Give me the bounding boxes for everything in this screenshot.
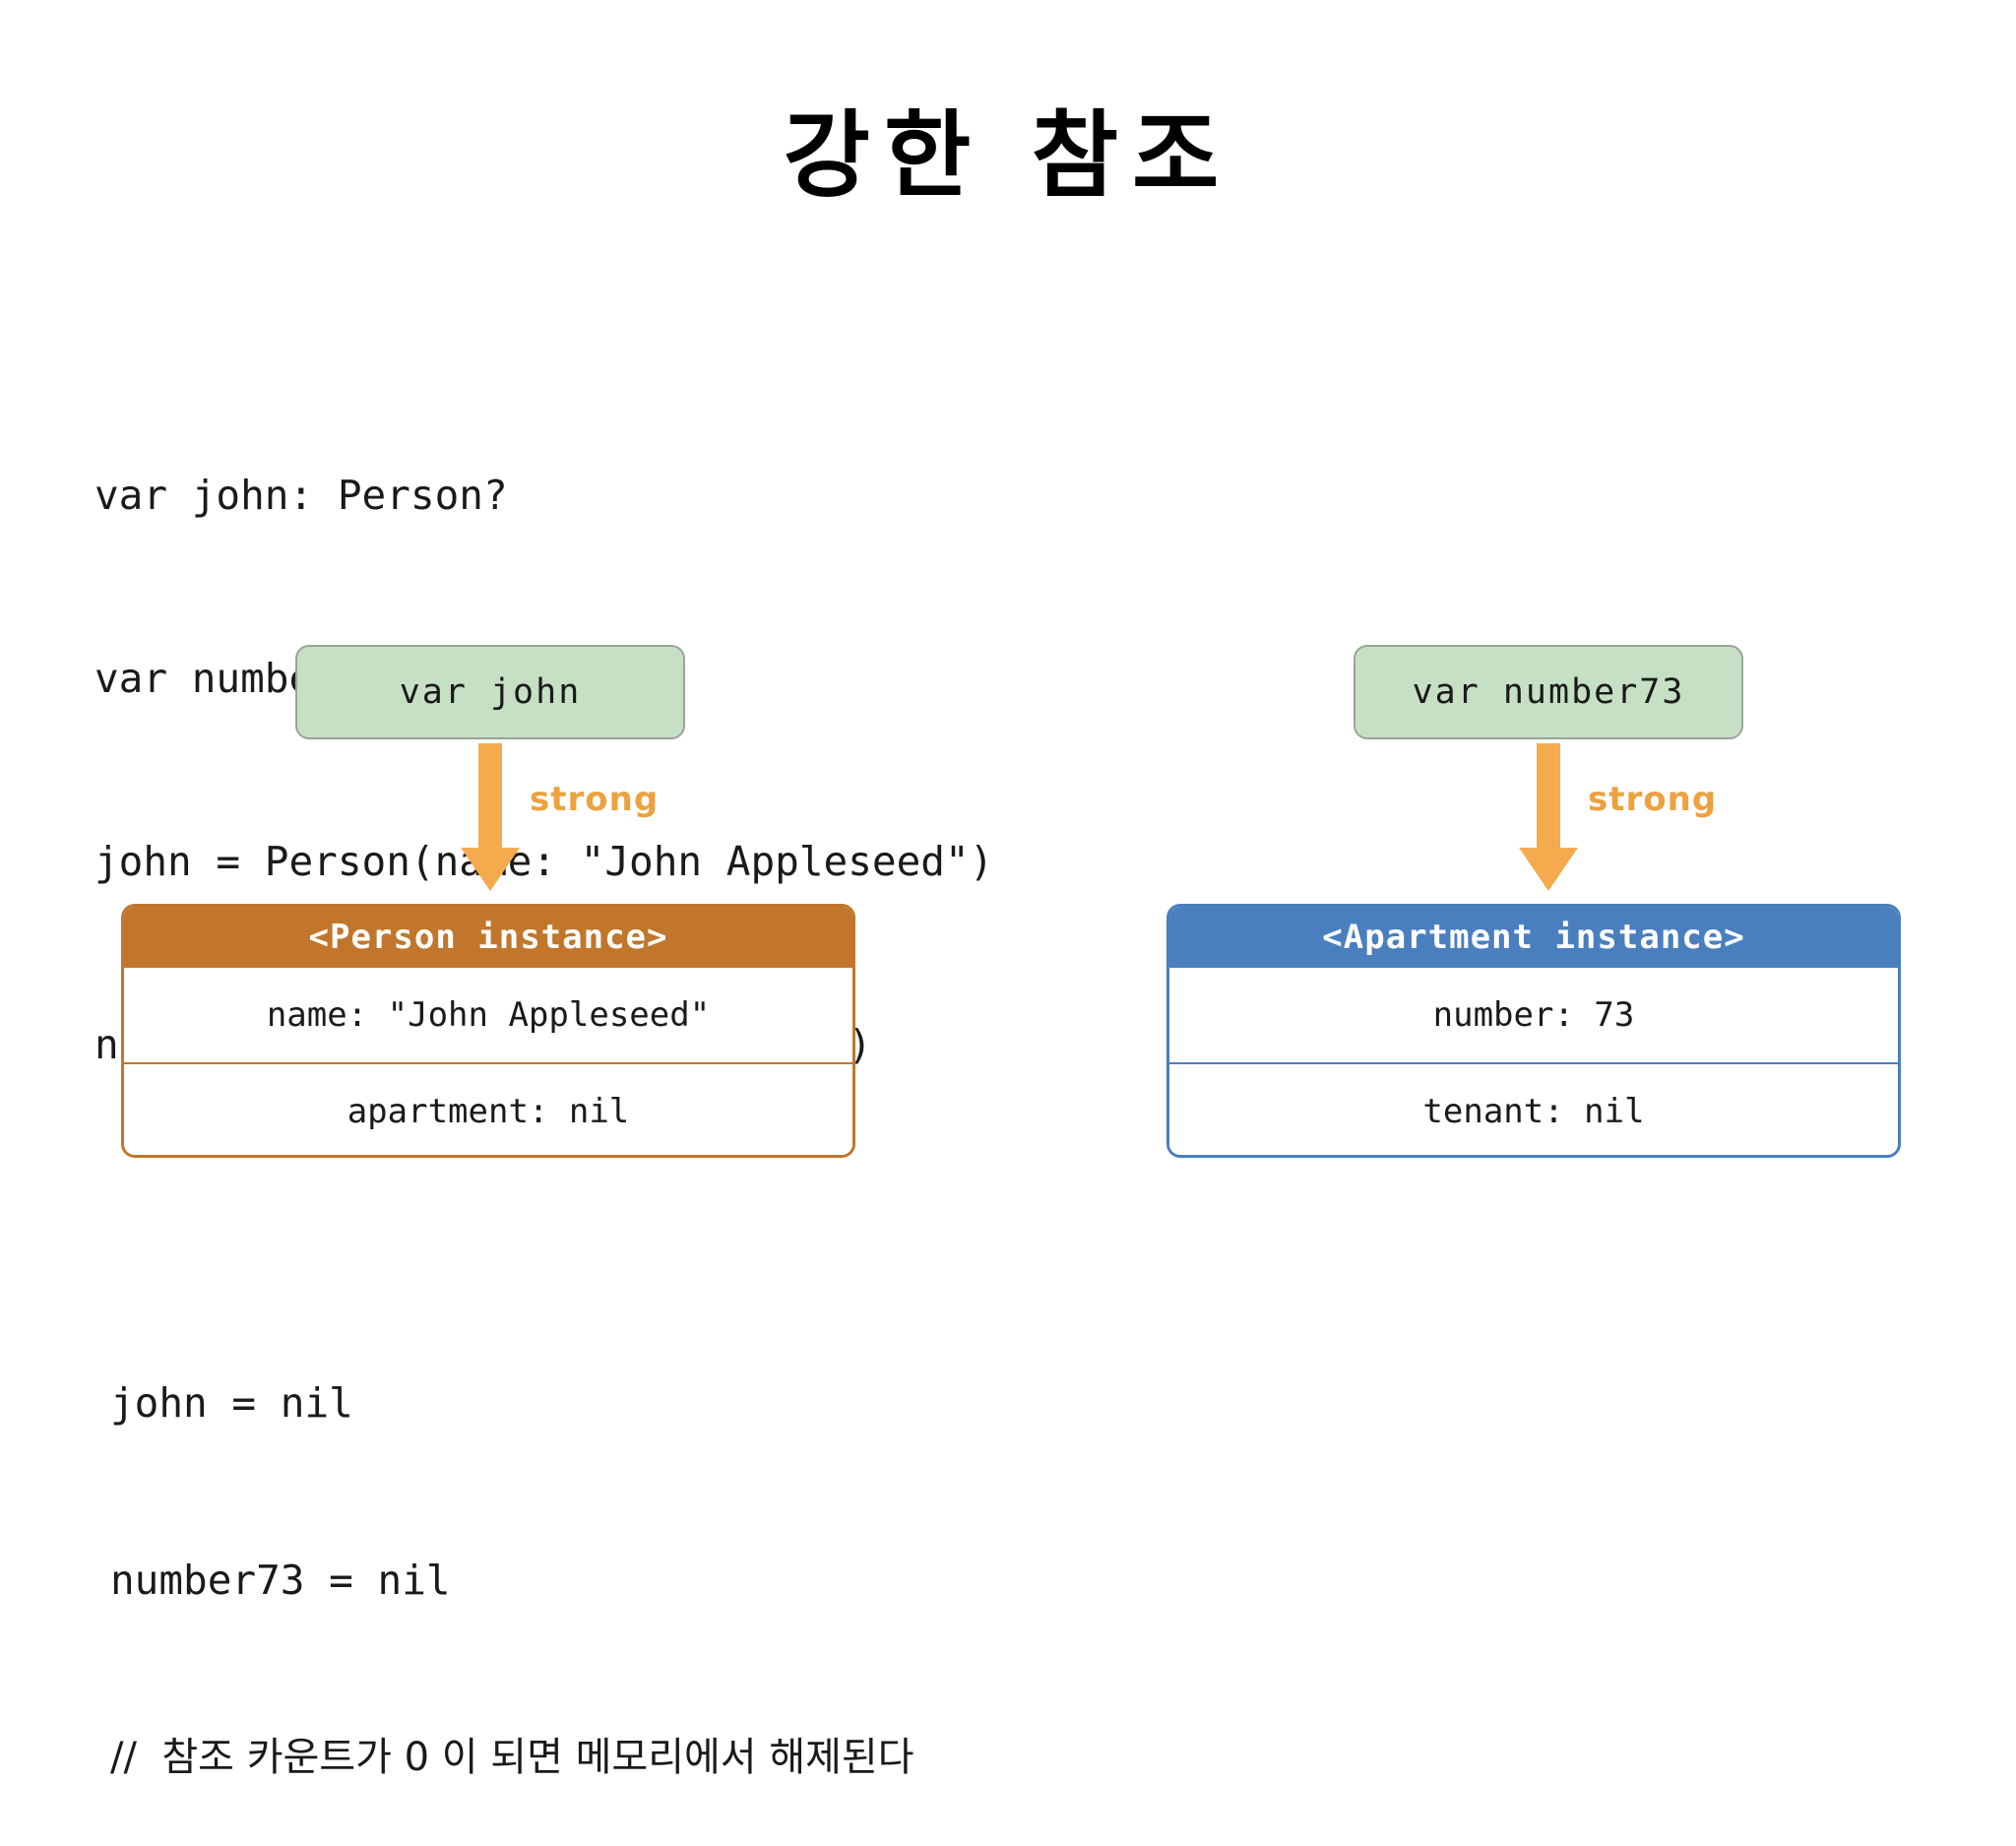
reference-diagram: var john strong <Person instance> name: … [121, 645, 1901, 1158]
arrow-head-icon [1519, 848, 1578, 891]
code-block-bottom: john = nil number73 = nil // 참조 카운트가 0 이… [110, 1255, 914, 1846]
code-line: john = Person(name: "John Appleseed") [94, 838, 994, 885]
code-line: var john: Person? [94, 472, 508, 519]
apartment-instance-box[interactable]: <Apartment instance> number: 73 tenant: … [1166, 904, 1901, 1158]
apartment-property-number: number: 73 [1169, 968, 1898, 1062]
person-property-apartment: apartment: nil [124, 1062, 852, 1155]
person-property-name: name: "John Appleseed" [124, 968, 852, 1062]
arrow-label-strong-number73: strong [1588, 780, 1718, 819]
code-line: number73 = nil [110, 1557, 451, 1604]
apartment-instance-header: <Apartment instance> [1169, 907, 1898, 968]
strong-reference-arrow-number73 [1519, 743, 1578, 891]
variable-box-label: var john [399, 672, 582, 712]
code-comment-line: // 참조 카운트가 0 이 되면 메모리에서 해제된다 [110, 1735, 914, 1780]
arrow-shaft [1537, 743, 1560, 850]
strong-reference-arrow-john [461, 743, 520, 891]
code-line: john = nil [110, 1379, 353, 1427]
variable-box-john[interactable]: var john [295, 645, 685, 739]
person-instance-header: <Person instance> [124, 907, 852, 968]
variable-box-label: var number73 [1412, 672, 1685, 712]
arrow-label-strong-john: strong [530, 780, 660, 819]
person-instance-box[interactable]: <Person instance> name: "John Appleseed"… [121, 904, 855, 1158]
apartment-property-tenant: tenant: nil [1169, 1062, 1898, 1155]
arrow-shaft [478, 743, 502, 850]
page-title: 강한 참조 [783, 100, 1233, 211]
arrow-head-icon [461, 848, 520, 891]
variable-box-number73[interactable]: var number73 [1354, 645, 1743, 739]
